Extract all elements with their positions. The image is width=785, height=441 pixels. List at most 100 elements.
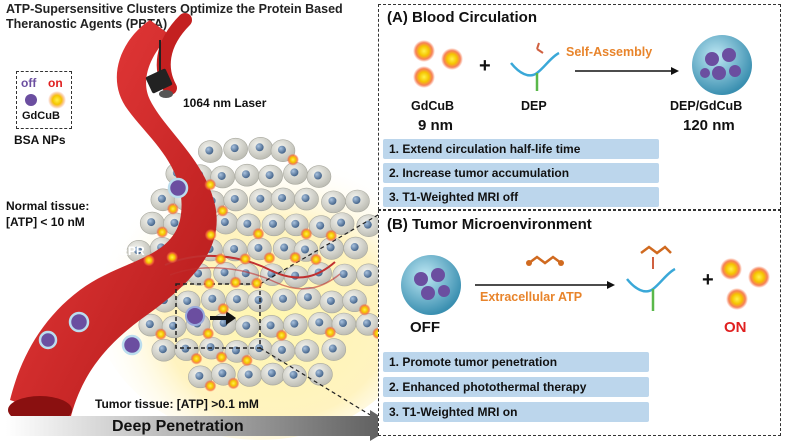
- cell-nucleus: [194, 269, 203, 278]
- legend-name: GdCuB: [22, 110, 60, 122]
- epr-wave-2: [169, 267, 341, 290]
- panel-a-scheme: [413, 35, 752, 95]
- cell-nucleus: [181, 344, 190, 353]
- cell-nucleus: [338, 319, 347, 328]
- on-particle: [229, 276, 242, 289]
- zoom-line-top: [259, 204, 396, 285]
- cell-nucleus: [254, 296, 263, 305]
- legend-on: on: [48, 76, 63, 90]
- cell-nucleus: [279, 294, 288, 303]
- cell-nucleus: [183, 296, 192, 305]
- cell-nucleus: [301, 345, 310, 354]
- on-particle: [227, 377, 240, 390]
- zoom-arrow: [210, 311, 236, 325]
- cell-nucleus: [337, 218, 346, 227]
- dep-polymer: [510, 51, 560, 77]
- on-particle: [204, 178, 217, 191]
- extracellular-atp-label: Extracellular ATP: [480, 290, 583, 304]
- cell-nucleus: [313, 171, 322, 180]
- zoom-line-bottom: [259, 347, 396, 431]
- cell-nucleus: [218, 369, 227, 378]
- on-label: ON: [724, 319, 747, 336]
- blood-vessel: [10, 20, 217, 420]
- on-particle: [204, 379, 217, 392]
- vessel-nanoparticles: [38, 177, 189, 356]
- on-particle: [325, 229, 338, 242]
- panel-blood-circulation: (A) Blood Circulation: [378, 4, 781, 210]
- cell-nucleus: [352, 195, 361, 204]
- on-particle: [154, 328, 167, 341]
- deep-penetration-label: Deep Penetration: [112, 418, 244, 435]
- on-particle: [239, 252, 252, 265]
- cell-nucleus: [289, 370, 298, 379]
- released-gdcub: [748, 266, 770, 288]
- off-nanoparticle: [401, 255, 461, 315]
- on-particle: [156, 226, 169, 239]
- plus-b: +: [702, 269, 714, 291]
- cell-nucleus: [244, 370, 253, 379]
- normal-atp-label: [ATP] < 10 nM: [6, 215, 85, 229]
- cell-nucleus: [242, 321, 251, 330]
- panel-b-scheme: [401, 245, 770, 315]
- cell-nucleus: [205, 146, 214, 155]
- laser-device: [145, 40, 173, 98]
- panel-tumor-microenvironment: (B) Tumor Microenvironment: [378, 210, 781, 436]
- on-particle: [190, 352, 203, 365]
- cell-nucleus: [363, 319, 372, 328]
- plus-a: +: [479, 55, 491, 77]
- cell-nucleus: [232, 295, 241, 304]
- cell-nucleus: [241, 170, 250, 179]
- on-particle: [166, 202, 179, 215]
- cell-nucleus: [277, 345, 286, 354]
- cell-nucleus: [254, 243, 263, 252]
- dep-gdcub-label: DEP/GdCuB: [670, 99, 743, 113]
- epr-wave: [164, 255, 336, 279]
- legend-box: off on GdCuB: [16, 71, 72, 129]
- cell-nucleus: [217, 171, 226, 180]
- on-particle: [202, 327, 215, 340]
- bound-atp-icon: [640, 245, 672, 255]
- cell-nucleus: [290, 168, 299, 177]
- on-particle: [214, 252, 227, 265]
- on-particle: [216, 204, 229, 217]
- on-particle: [289, 251, 302, 264]
- cell-nucleus: [267, 369, 276, 378]
- cell-nucleus: [243, 219, 252, 228]
- dep-polymer-b: [626, 267, 676, 293]
- gdcub-particle: [441, 48, 463, 70]
- legend-off: off: [21, 76, 37, 90]
- cell-nucleus: [290, 319, 299, 328]
- on-particle: [203, 277, 216, 290]
- cell-nucleus: [219, 318, 228, 327]
- on-particle: [204, 228, 217, 241]
- figure-title: ATP-Supersensitive Clusters Optimize the…: [6, 2, 343, 31]
- cell-nucleus: [301, 194, 310, 203]
- cell-nucleus: [268, 219, 277, 228]
- laser-label: 1064 nm Laser: [183, 96, 267, 110]
- off-label: OFF: [410, 319, 440, 336]
- on-particle: [275, 329, 288, 342]
- cell-nucleus: [170, 218, 179, 227]
- cell-nucleus: [316, 221, 325, 230]
- panel-b-item: 2. Enhanced photothermal therapy: [383, 377, 649, 397]
- cell-nucleus: [315, 318, 324, 327]
- panel-b-item: 1. Promote tumor penetration: [383, 352, 649, 372]
- epr-label: EPR: [120, 244, 145, 258]
- deep-penetration-arrow: [6, 410, 395, 441]
- cell-nucleus: [206, 343, 215, 352]
- cell-nucleus: [291, 219, 300, 228]
- cell-nucleus: [326, 296, 335, 305]
- cell-nucleus: [169, 321, 178, 330]
- cell-nucleus: [277, 145, 286, 154]
- gdcub-particle: [413, 40, 435, 62]
- on-particle: [217, 302, 230, 315]
- cell-nucleus: [230, 244, 239, 253]
- released-gdcub: [720, 258, 742, 280]
- cell-nucleus: [339, 269, 348, 278]
- cell-nucleus: [265, 171, 274, 180]
- cell-nucleus: [208, 294, 217, 303]
- cell-nucleus: [266, 321, 275, 330]
- dep-label: DEP: [521, 99, 547, 113]
- on-particles: [142, 153, 385, 392]
- cell-nucleus: [349, 295, 358, 304]
